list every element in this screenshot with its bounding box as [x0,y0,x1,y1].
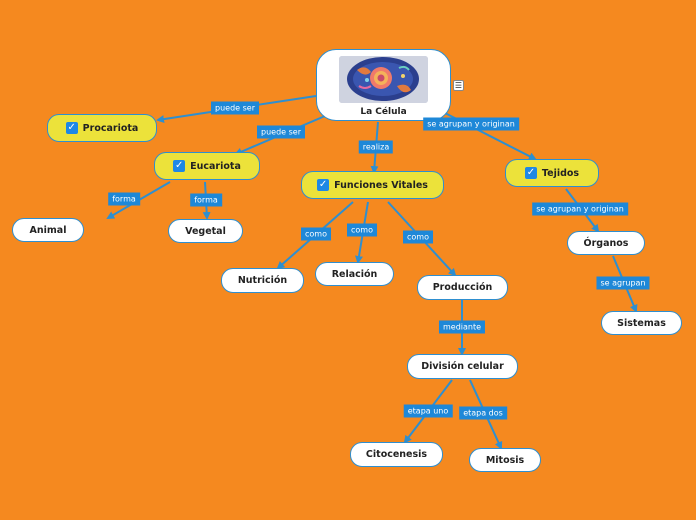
topic-label: Tejidos [541,167,580,179]
subtopic-mitosis[interactable]: Mitosis [469,448,541,472]
subtopic-label: Producción [432,282,493,293]
note-icon[interactable]: ☰ [453,80,464,91]
subtopic-vegetal[interactable]: Vegetal [168,219,243,243]
subtopic-label: Órganos [583,237,629,249]
relationship-label[interactable]: etapa dos [459,406,507,420]
topic-procariota[interactable]: ✓ Procariota [47,114,157,142]
subtopic-label: Citocenesis [365,449,428,460]
checkbox-checked-icon[interactable]: ✓ [317,179,330,191]
topic-label: Procariota [82,122,139,134]
checkbox-checked-icon[interactable]: ✓ [65,122,78,134]
relationship-label[interactable]: como [347,223,377,237]
topic-label: Eucariota [190,160,241,172]
subtopic-animal[interactable]: Animal [12,218,84,242]
subtopic-nutricion[interactable]: Nutrición [221,268,304,293]
subtopic-label: Mitosis [485,454,525,466]
relationship-label[interactable]: como [403,230,433,244]
subtopic-division-celular[interactable]: División celular [407,354,518,379]
relationship-label[interactable]: realiza [358,140,394,154]
central-topic-la-celula[interactable]: La Célula [316,49,451,121]
relationship-label[interactable]: se agrupan y originan [423,117,519,131]
subtopic-label: Animal [29,224,67,236]
relationship-label[interactable]: se agrupan y originan [532,202,628,216]
subtopic-sistemas[interactable]: Sistemas [601,311,682,335]
central-topic-title: La Célula [360,107,407,117]
cell-illustration-icon [339,56,428,103]
relationship-label[interactable]: forma [108,192,140,206]
subtopic-label: Sistemas [617,317,666,329]
relationship-label[interactable]: puede ser [257,125,305,139]
topic-funciones-vitales[interactable]: ✓ Funciones Vitales [301,171,444,199]
checkbox-checked-icon[interactable]: ✓ [173,160,186,172]
subtopic-label: Vegetal [185,225,226,237]
topic-tejidos[interactable]: ✓ Tejidos [505,159,599,187]
relationship-label[interactable]: forma [190,193,222,207]
relationship-label[interactable]: mediante [438,320,486,334]
subtopic-organos[interactable]: Órganos [567,231,645,255]
relationship-label[interactable]: como [301,227,331,241]
relationship-label[interactable]: etapa uno [403,404,453,418]
subtopic-relacion[interactable]: Relación [315,262,394,286]
checkbox-checked-icon[interactable]: ✓ [524,167,537,179]
topic-eucariota[interactable]: ✓ Eucariota [154,152,260,180]
subtopic-produccion[interactable]: Producción [417,275,508,300]
relationship-label[interactable]: puede ser [211,101,259,115]
subtopic-label: División celular [421,361,504,372]
subtopic-label: Nutrición [237,275,288,286]
relationship-label[interactable]: se agrupan [596,276,650,290]
subtopic-label: Relación [331,268,378,280]
topic-label: Funciones Vitales [334,179,428,191]
subtopic-citocenesis[interactable]: Citocenesis [350,442,443,467]
